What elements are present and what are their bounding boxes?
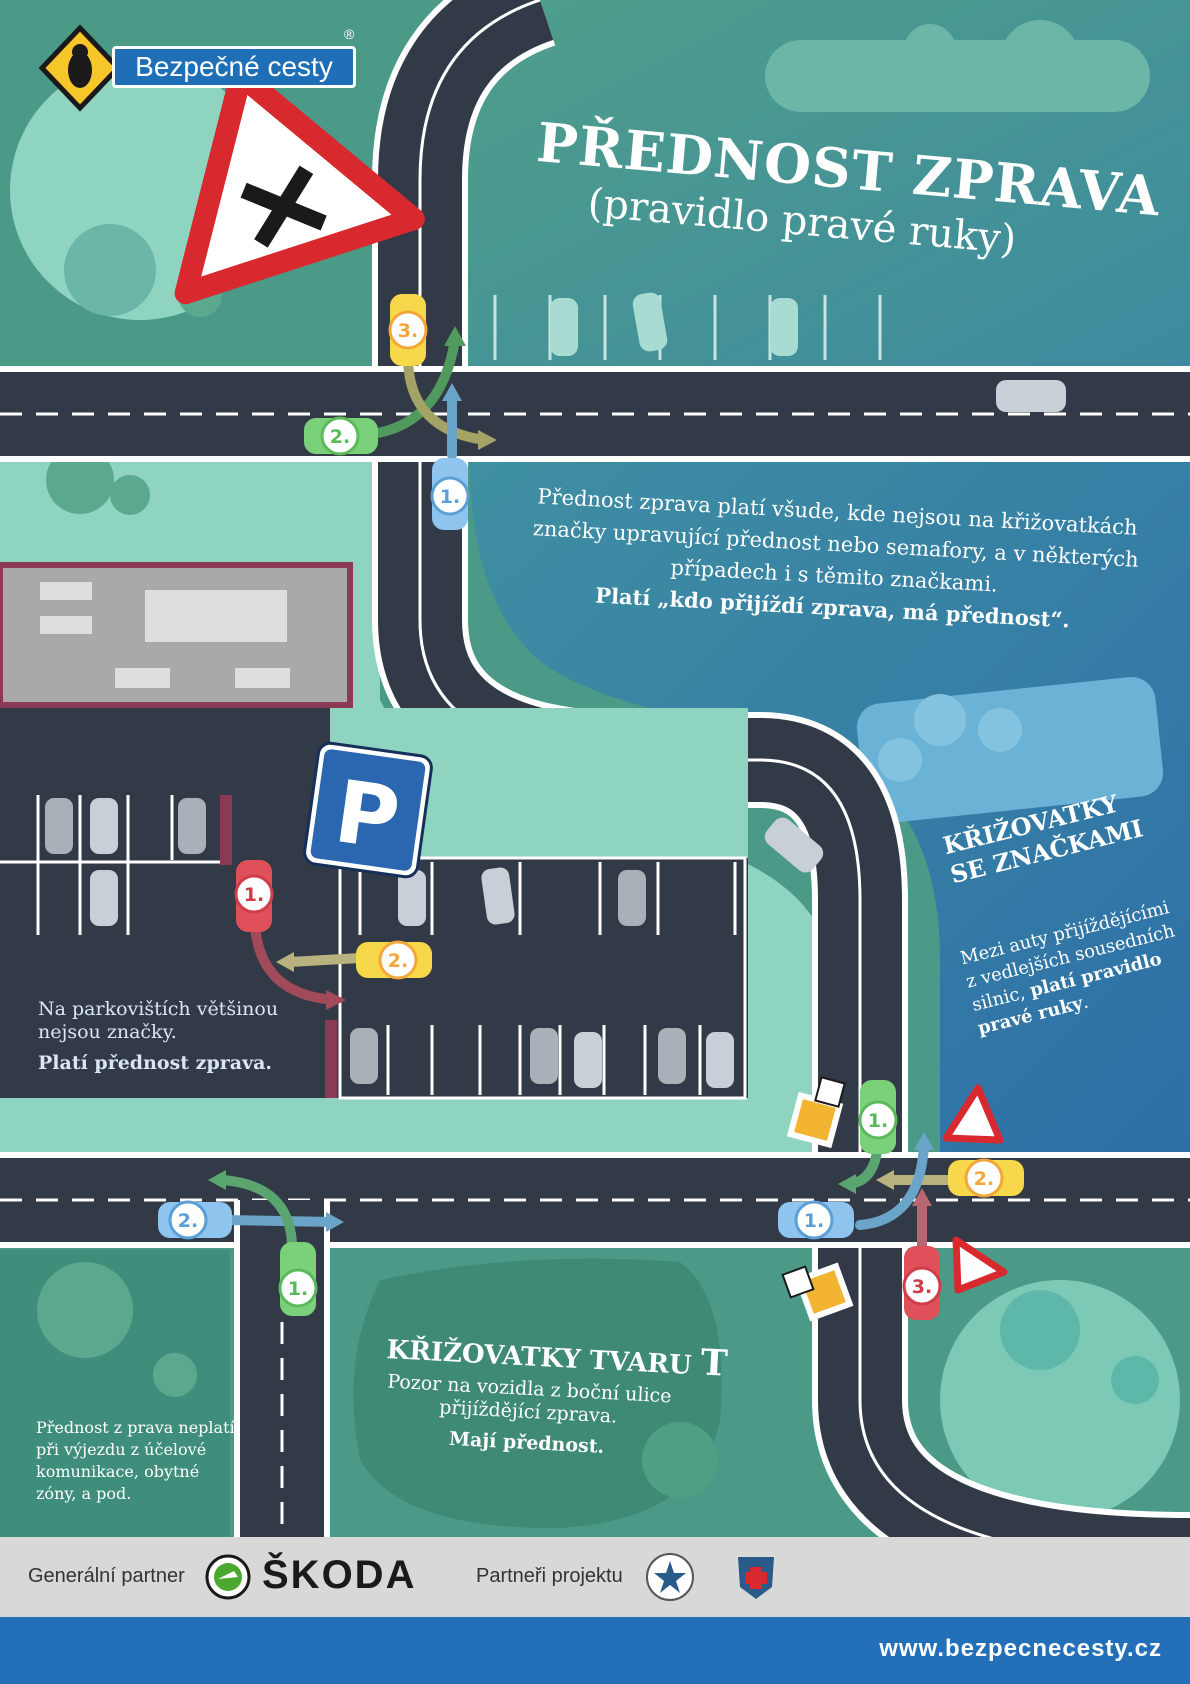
building-window: [40, 582, 92, 600]
parked-car: [632, 292, 668, 352]
parking-bollard: [325, 1020, 337, 1098]
end-of-main-road-sign-icon: [781, 1265, 815, 1299]
building-window: [235, 668, 290, 688]
car-parking-2: [356, 940, 432, 980]
arrow-green-t: [217, 1175, 297, 1250]
car-top-3: [388, 294, 428, 366]
tree-cluster-bottom-right: [940, 1280, 1180, 1520]
police-badge-icon[interactable]: [644, 1551, 696, 1603]
parked-cars-lot: [45, 798, 824, 1088]
main-road-sign-icon: [794, 1262, 854, 1322]
t-junction-heading-letter: T: [699, 1341, 729, 1385]
car-number: 2.: [330, 426, 350, 448]
car-numbers: 3. 2. 1. 1. 2. 2. 1. 1. 2. 1. 3.: [178, 320, 994, 1300]
car-number: 1.: [244, 884, 264, 906]
car-top-1: [430, 458, 470, 530]
parked-car: [770, 298, 798, 356]
car-parking-1: [234, 860, 274, 932]
give-way-sign-icon: [942, 1084, 1004, 1144]
brand-logo[interactable]: Bezpečné cesty: [112, 46, 356, 88]
main-road-inner-line: [418, 0, 1190, 1562]
registered-mark: ®: [344, 26, 355, 42]
shrub: [914, 694, 966, 746]
car-signs-2: [948, 1158, 1024, 1198]
priority-crossroads-sign-icon: [174, 64, 425, 305]
give-way-sign-icon: [952, 1236, 1008, 1294]
parking-sign-icon: P: [303, 741, 433, 879]
car-number: 2.: [974, 1168, 994, 1190]
shrub: [46, 446, 114, 514]
car-number: 2.: [178, 1210, 198, 1232]
svg-text:P: P: [329, 762, 405, 870]
parking-lot-edge: [338, 856, 747, 1100]
skoda-logo-icon: [205, 1554, 251, 1600]
car-signs-1: [858, 1080, 898, 1154]
shrub: [878, 738, 922, 782]
parking-text-body: Na parkovištích většinou nejsou značky.: [38, 998, 279, 1043]
shrub: [64, 224, 156, 316]
shrub: [1000, 1290, 1080, 1370]
website-bar: www.bezpecnecesty.cz: [0, 1617, 1190, 1684]
arrow-blue-t: [220, 1215, 337, 1227]
car-number: 3.: [912, 1276, 932, 1298]
arrow-yellow-top: [403, 355, 490, 445]
car-top-2: [304, 416, 378, 456]
parked-car: [996, 380, 1066, 412]
parked-car: [550, 298, 578, 356]
car-t-1: [278, 1242, 318, 1316]
shrub: [153, 1353, 197, 1397]
car-number: 2.: [388, 950, 408, 972]
website-link[interactable]: www.bezpecnecesty.cz: [879, 1635, 1162, 1662]
direction-arrows: [217, 335, 955, 1253]
car-signs-3: [902, 1246, 942, 1320]
building-window: [115, 668, 170, 688]
t-junction-text: Pozor na vozidla z boční ulice přijížděj…: [368, 1370, 688, 1463]
shrub: [110, 475, 150, 515]
car-number: 1.: [440, 486, 460, 508]
general-partner-label: Generální partner: [28, 1565, 185, 1587]
penguin-logo-icon: [38, 24, 122, 112]
car-number: 1.: [868, 1110, 888, 1132]
shrub: [1111, 1356, 1159, 1404]
car-number: 1.: [288, 1278, 308, 1300]
car-signs-1b: [778, 1200, 854, 1240]
partners-footer: Generální partner ŠKODA Partneři projekt…: [0, 1537, 1190, 1617]
shrub: [37, 1262, 133, 1358]
building-window: [40, 616, 92, 634]
partners-label: Partneři projektu: [476, 1565, 623, 1587]
end-of-main-road-sign-icon: [814, 1076, 846, 1108]
arrow-yellow-parking: [285, 953, 365, 967]
building-window: [145, 590, 287, 642]
parking-bollard: [220, 795, 232, 865]
rescue-emblem-icon[interactable]: [732, 1551, 780, 1603]
t-junction-bubble: [353, 1258, 722, 1529]
arrow-heads: [208, 326, 934, 1232]
arrow-red-parking: [250, 920, 340, 1005]
shrub: [1000, 20, 1080, 100]
exception-text: Přednost z prava neplatí při výjezdu z ú…: [36, 1418, 235, 1503]
parking-text-bold: Platí přednost zprava.: [38, 1052, 273, 1074]
cloud-top: [765, 40, 1150, 112]
blue-zone: [470, 460, 1190, 1160]
parking-text: Na parkovištích většinou nejsou značky. …: [38, 998, 308, 1075]
shrub: [642, 1422, 718, 1498]
shrub: [904, 24, 956, 76]
arrow-blue-signs: [855, 1140, 929, 1230]
shrub: [978, 708, 1022, 752]
general-partner-name[interactable]: ŠKODA: [262, 1553, 417, 1597]
car-t-2: [158, 1200, 232, 1240]
parking-stall-lines: [0, 795, 737, 1095]
car-number: 3.: [398, 320, 418, 342]
car-number: 1.: [804, 1210, 824, 1232]
